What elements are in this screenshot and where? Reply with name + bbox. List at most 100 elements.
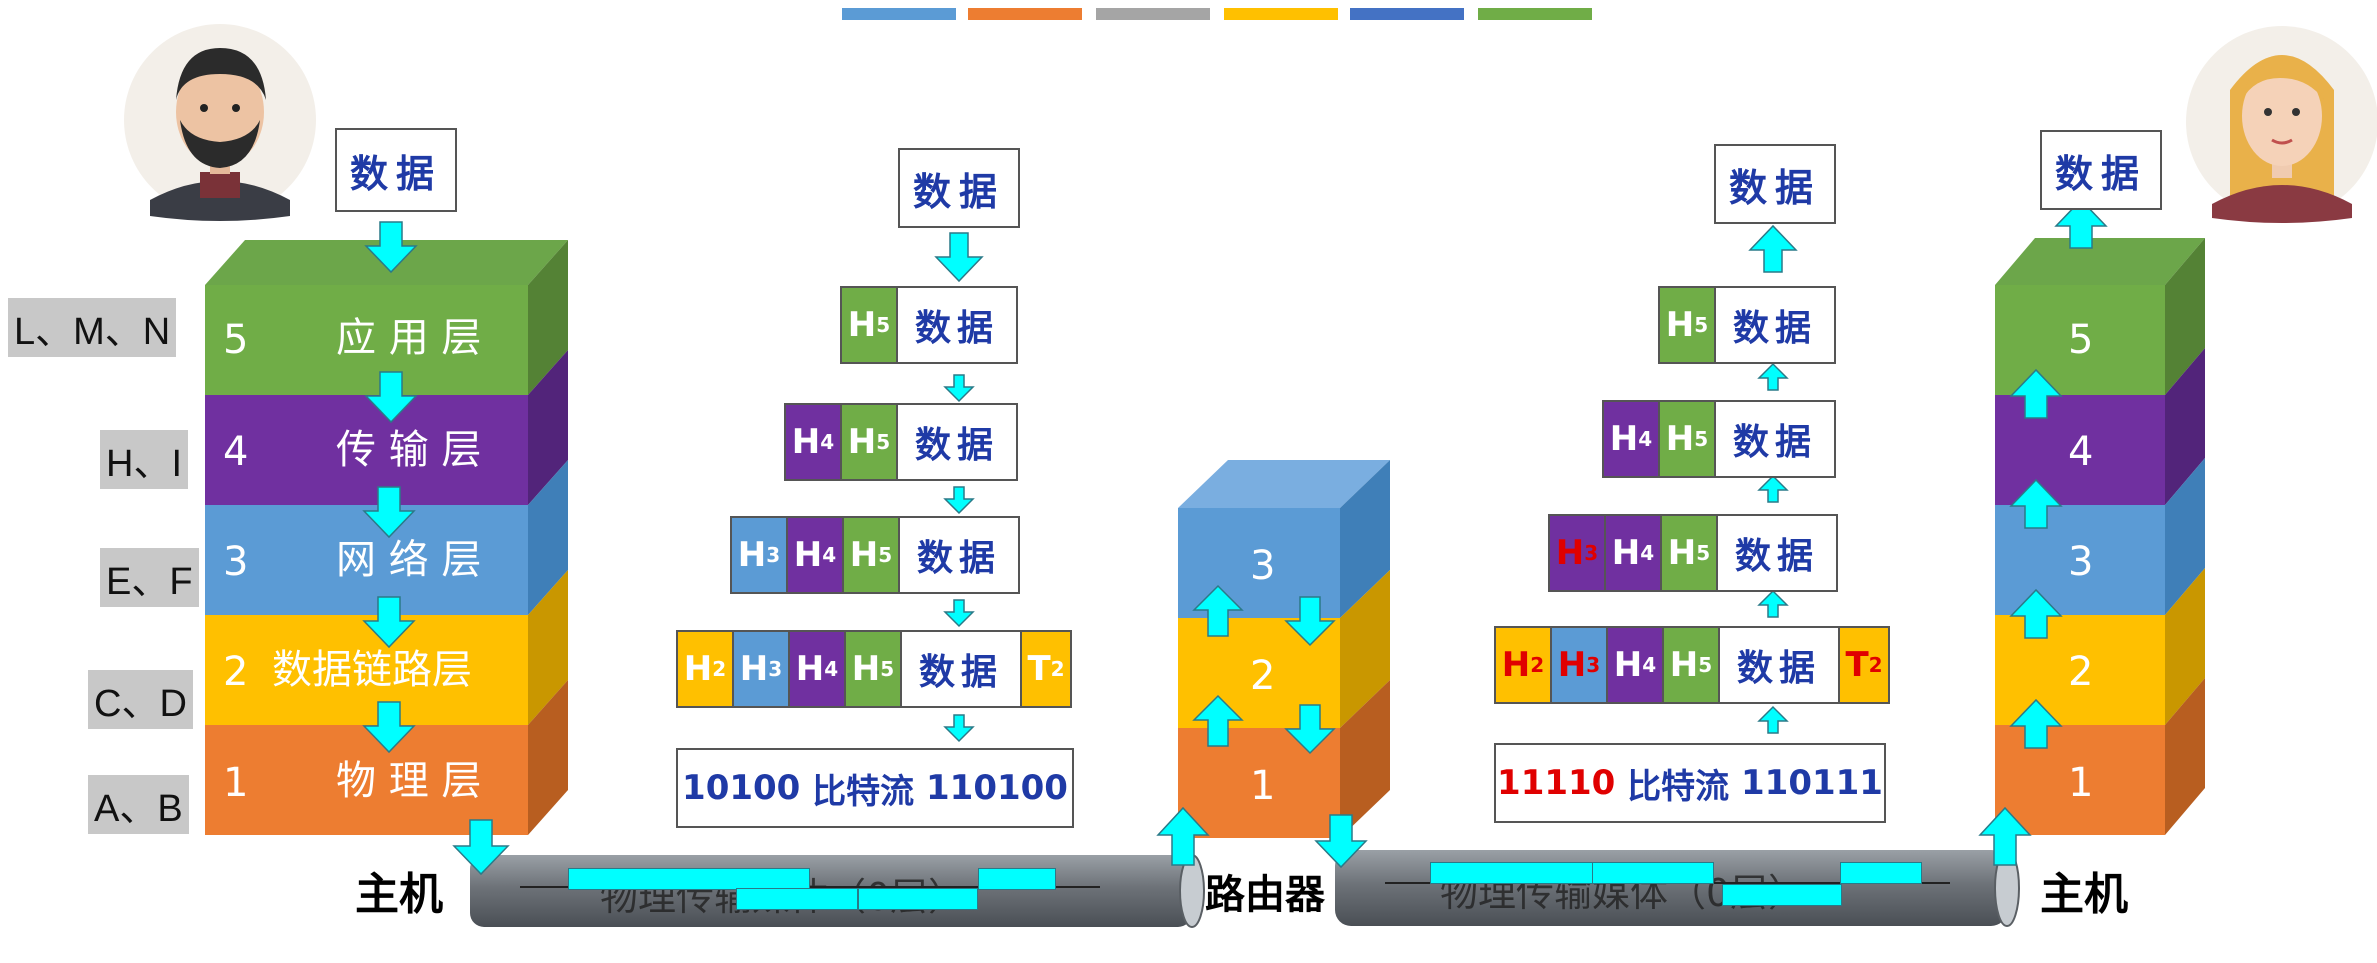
layer-2-side: [2165, 568, 2205, 725]
color-bar: [1224, 8, 1338, 20]
woman-avatar-icon: [2186, 26, 2377, 223]
layer-number: 5: [2068, 317, 2094, 363]
data-cell: 数据: [1714, 400, 1836, 478]
side-label: L、M、N: [8, 298, 177, 357]
layer-name: 网 络 层: [336, 537, 482, 583]
data-cell: 数据: [1716, 514, 1838, 592]
cyan-arrow-icon: [362, 198, 2108, 876]
layer-4-front: [1995, 395, 2165, 505]
layer-1-front: [1995, 725, 2165, 835]
router-layer-1-side: [1340, 680, 1390, 838]
data-cell: 数据: [900, 630, 1022, 708]
router-layer-number: 1: [1250, 763, 1276, 809]
router-layer-number: 2: [1250, 653, 1276, 699]
layer-1-side: [528, 680, 568, 835]
color-bar: [842, 8, 956, 20]
router-top-face: [1178, 460, 1390, 508]
man-avatar-icon: [124, 24, 316, 221]
side-label: C、D: [88, 670, 193, 729]
signal-highlight-bar: [1430, 862, 1594, 884]
data-cell: 数据: [1714, 286, 1836, 364]
signal-highlight-bar: [1840, 862, 1922, 884]
receiver-data-box: 数据: [2040, 130, 2162, 210]
data-cell: 数据: [898, 516, 1020, 594]
signal-highlight-bar: [978, 868, 1056, 890]
layer-1-front: [205, 725, 528, 835]
layer-5-side: [528, 240, 568, 395]
layer-2-side: [528, 570, 568, 725]
color-bar: [1096, 8, 1210, 20]
layer-number: 2: [2068, 649, 2094, 695]
decap-bitstream-box: 11110 比特流 110111: [1494, 743, 1886, 823]
layer-5-front: [1995, 285, 2165, 395]
encap-data-box: 数据: [898, 148, 1020, 228]
color-bar: [1350, 8, 1464, 20]
data-cell: 数据: [896, 403, 1018, 481]
layer-4-front: [205, 395, 528, 505]
left-host-caption: 主机: [355, 869, 443, 920]
side-label: H、I: [100, 430, 189, 489]
signal-highlight-bar: [1592, 862, 1714, 884]
layer-number: 4: [223, 429, 249, 475]
signal-highlight-bar: [858, 888, 978, 910]
side-label: A、B: [88, 775, 189, 834]
layer-name: 数据链路层: [272, 647, 472, 693]
router-layer-number: 3: [1250, 543, 1276, 589]
layer-2-front: [1995, 615, 2165, 725]
color-bar: [1478, 8, 1592, 20]
layer-number: 5: [223, 317, 249, 363]
layer-name: 物 理 层: [336, 758, 482, 804]
layer-1-side: [2165, 678, 2205, 835]
signal-highlight-bar: [736, 888, 858, 910]
encap-bitstream-box: 10100 比特流 110100: [676, 748, 1074, 828]
decap-data-box: 数据: [1714, 144, 1836, 224]
layer-number: 3: [2068, 539, 2094, 585]
right-host-caption: 主机: [2040, 869, 2128, 920]
layer-3-side: [528, 460, 568, 615]
layer-number: 1: [223, 760, 249, 806]
layer-4-side: [2165, 348, 2205, 505]
right-host-stack: [1995, 238, 2205, 835]
layer-number: 2: [223, 649, 249, 695]
signal-highlight-bar: [1722, 884, 1842, 906]
layer-name: 应 用 层: [336, 315, 482, 361]
stack-top-face: [1995, 238, 2205, 285]
layer-4-side: [528, 350, 568, 505]
router-stack: [1178, 460, 1390, 838]
layer-5-side: [2165, 238, 2205, 395]
sender-data-box: 数据: [335, 128, 457, 212]
bits-prefix: 11110: [1497, 763, 1616, 803]
color-bar: [968, 8, 1082, 20]
layer-5-front: [205, 285, 528, 395]
layer-number: 4: [2068, 429, 2094, 475]
data-cell: 数据: [896, 286, 1018, 364]
